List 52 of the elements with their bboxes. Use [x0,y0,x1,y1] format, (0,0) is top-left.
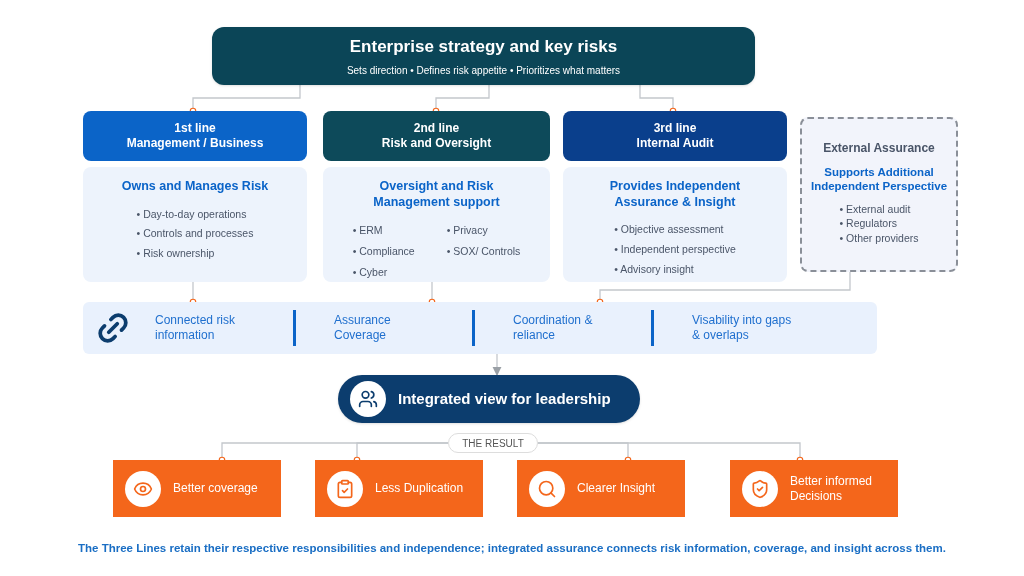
bullet-item: • Risk ownership [136,246,216,262]
header-text: 1st line [174,121,216,136]
header-text: Risk and Oversight [381,136,492,151]
card-heading: Owns and Manages Risk [121,179,269,195]
bullet-item: • SOX/ Controls [446,244,521,260]
band-text: Connected risk information [155,313,237,343]
bullet-item: • Compliance [352,244,415,260]
description-card [323,167,550,282]
result-text: Better informed Decisions [790,473,874,504]
line-header-box [563,111,787,161]
dashed-box [800,117,958,272]
result-box [113,460,281,517]
header-text: Management / Business [126,136,264,151]
result-text: Less Duplication [375,481,464,496]
card-heading: Oversight and Risk Management support [372,179,501,211]
bullet-item: • Other providers [839,230,919,246]
header-text: 2nd line [413,121,460,136]
card-heading: Supports Additional Independent Perspective [809,165,949,194]
bullet-item: • Cyber [352,264,389,280]
caption-text: The Three Lines retain their respective responsibilities and independence; integrated assurance connects risk information, coverage, and insight across them. [78,541,946,556]
band-text: Assurance Coverage [334,313,392,343]
bullet-item: • Independent perspective [614,242,736,257]
result-box [517,460,685,517]
result-tag: THE RESULT [448,433,538,453]
line-header-box [83,111,307,161]
strategy-box [212,27,755,85]
connector-line [492,353,502,376]
leadership-pill [338,375,640,423]
bullet-item: • ERM [352,223,384,239]
bullet-item: • External audit [839,201,912,217]
card-heading: Provides Independent Assurance & Insight [608,179,742,211]
bullet-item: • Controls and processes [136,226,254,242]
band-text: Coordination & reliance [513,313,594,343]
result-text: Better coverage [173,481,258,496]
header-text: 3rd line [653,121,697,136]
result-box [315,460,483,517]
result-text: Clearer Insight [577,481,656,496]
card-title: External Assurance [823,140,935,157]
bullet-item: • Privacy [446,223,489,239]
bullet-item: • Objective assessment [614,222,725,238]
band-text: Visability into gaps & overlaps [692,313,792,343]
line-header-box [323,111,550,161]
bullet-item: • Advisory insight [614,261,695,277]
info-band [83,302,877,354]
box-subtitle: Sets direction • Defines risk appetite • Prioritizes what matters [346,64,621,79]
description-card [83,167,307,282]
pill-text: Integrated view for leadership [398,388,611,409]
bullet-item: • Day-to-day operations [136,206,248,222]
box-title: Enterprise strategy and key risks [349,35,618,58]
bullet-item: • Regulators [839,216,898,231]
result-box [730,460,898,517]
header-text: Internal Audit [636,136,714,151]
